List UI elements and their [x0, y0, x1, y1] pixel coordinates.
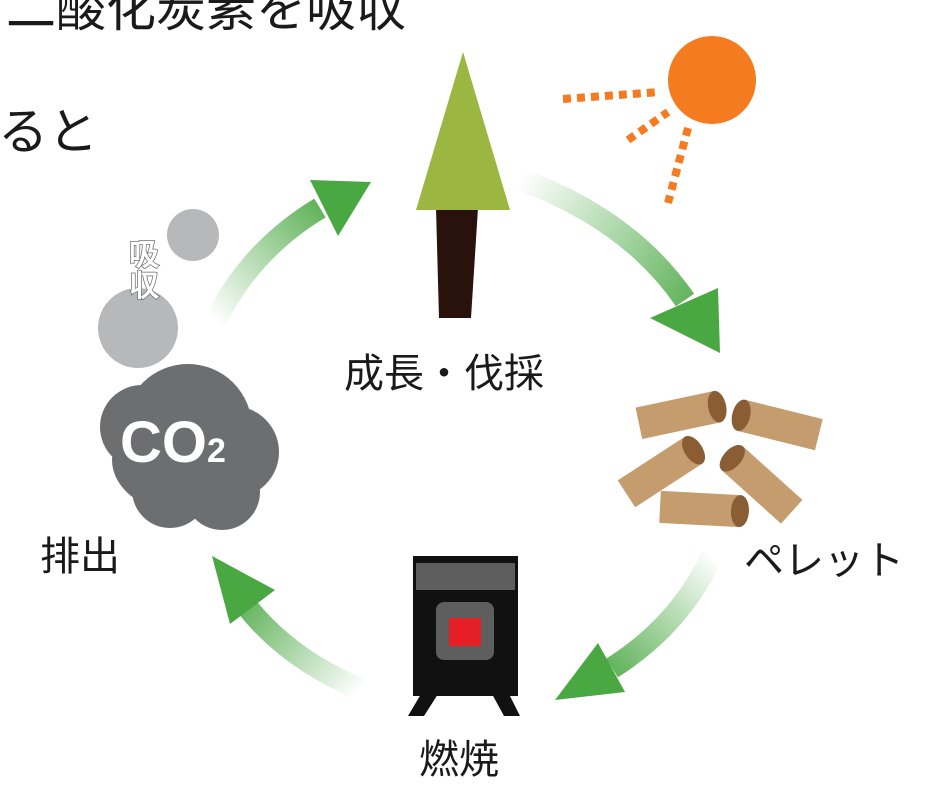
arrow-growth-to-pellet — [518, 169, 720, 353]
label-emission: 排出 — [40, 534, 120, 580]
co2-subscript: 2 — [207, 432, 226, 470]
smoke-puff-icon — [98, 209, 219, 368]
label-absorption: 吸収 — [128, 238, 160, 304]
arrow-emit-to-growth — [205, 180, 371, 327]
heading-line-2: ると — [0, 103, 98, 161]
label-pellet: ペレット — [744, 538, 904, 584]
heading-line-1: 二酸化炭素を吸収 — [6, 0, 406, 38]
pellets-icon — [617, 390, 823, 528]
tree-icon — [416, 52, 510, 318]
co2-main-text: CO — [120, 410, 207, 475]
sun-icon — [562, 36, 756, 205]
co2-label: CO2 — [120, 414, 226, 472]
arrow-pellet-to-burn — [555, 551, 722, 700]
label-combustion: 燃焼 — [419, 737, 499, 783]
arrow-burn-to-emit — [212, 556, 367, 701]
co2-cloud-icon — [100, 364, 279, 530]
label-growth-harvest: 成長・伐採 — [344, 351, 544, 397]
stove-icon — [408, 556, 520, 716]
